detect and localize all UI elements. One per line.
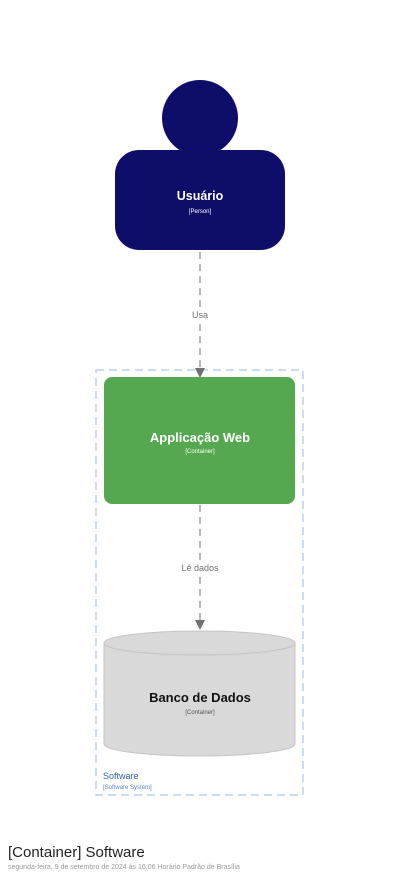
footer-title: [Container] Software [8,844,145,861]
edge-usa[interactable]: Usa [184,252,216,378]
container-web-app[interactable]: Applicação Web [Container] [104,377,295,504]
database-top [103,630,296,656]
person-head [162,80,238,156]
person-body [115,150,285,250]
container-web-app-type: [Container] [185,449,215,455]
person-node[interactable]: Usuário [Person] [115,80,285,250]
software-system-boundary[interactable] [95,369,304,796]
database-body [103,642,296,757]
edge-le-dados-label: Lê dados [181,563,219,573]
edge-le-dados-label-bg [174,560,226,574]
footer-subtitle: segunda-feira, 9 de setembro de 2024 às … [8,864,240,871]
boundary-name: Software [103,771,139,781]
database-name: Banco de Dados [149,690,251,705]
database-node[interactable]: Banco de Dados [Container] [103,630,296,757]
database-type: [Container] [185,710,215,716]
person-type: [Person] [189,209,212,215]
edge-le-dados[interactable]: Lê dados [174,505,226,630]
edge-usa-label-bg [184,307,216,321]
container-web-app-name: Applicação Web [150,430,250,445]
person-name: Usuário [177,189,224,203]
edge-usa-label: Usa [192,310,208,320]
boundary-type: [Software System] [103,785,152,791]
container-web-app-box [104,377,295,504]
